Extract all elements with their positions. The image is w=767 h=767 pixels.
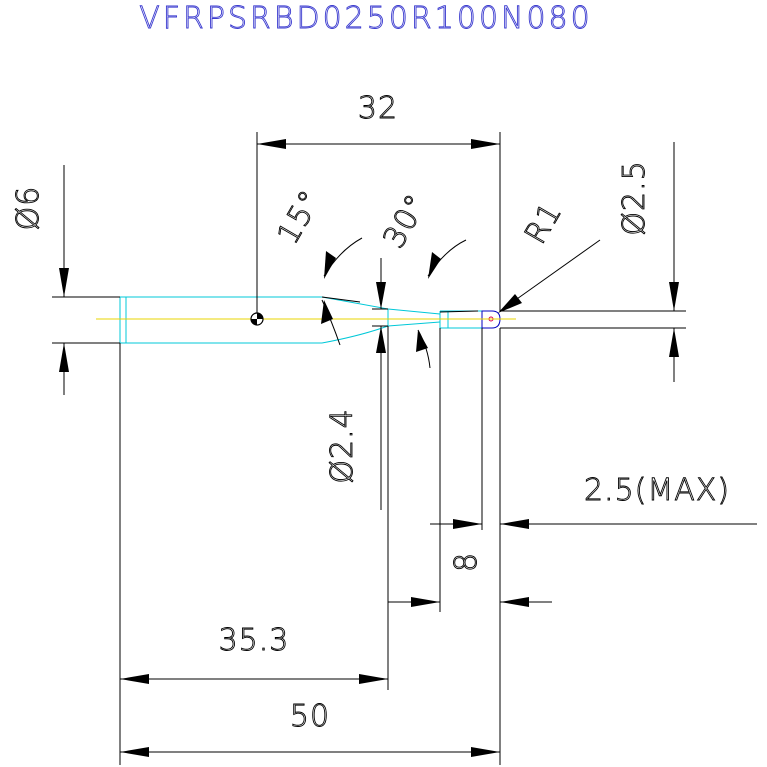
neck-diameter-label: Ø2.4 <box>325 408 360 483</box>
length-35-3-label: 35.3 <box>219 623 290 658</box>
tip-diameter-label: Ø2.5 <box>617 160 652 235</box>
dim-tip-diameter: Ø2.5 <box>500 142 686 382</box>
flute-length-label: 2.5(MAX) <box>584 473 730 508</box>
radius-label: R1 <box>518 196 569 250</box>
dim-neck-diameter: Ø2.4 <box>325 258 388 510</box>
dim-radius: R1 <box>498 196 601 313</box>
length-8-label: 8 <box>449 552 484 572</box>
dim-overall-length: 50 <box>120 612 501 765</box>
dim-shank-diameter: Ø6 <box>11 165 120 395</box>
taper-15-top <box>321 296 389 310</box>
part-number-title: VFRPSRBD0250R100N080 <box>139 1 593 36</box>
length-32-label: 32 <box>358 91 398 126</box>
shank-diameter-label: Ø6 <box>11 186 46 231</box>
taper-15-bottom <box>321 325 389 344</box>
taper-30-top <box>387 308 441 315</box>
dim-length-32: 32 <box>256 91 501 313</box>
taper-30-bottom <box>387 321 441 327</box>
tool-outline <box>119 296 501 344</box>
dim-length-8: 8 <box>388 328 552 612</box>
dim-angle-30: 30° <box>376 188 479 369</box>
angle-15-label: 15° <box>271 184 329 250</box>
dim-length-35-3: 35.3 <box>119 326 389 765</box>
dim-flute-length: 2.5(MAX) <box>430 328 757 530</box>
angle-30-label: 30° <box>377 188 435 254</box>
datum-marker <box>250 312 264 326</box>
dim-angle-15: 15° <box>270 184 363 346</box>
overall-length-label: 50 <box>290 699 330 734</box>
